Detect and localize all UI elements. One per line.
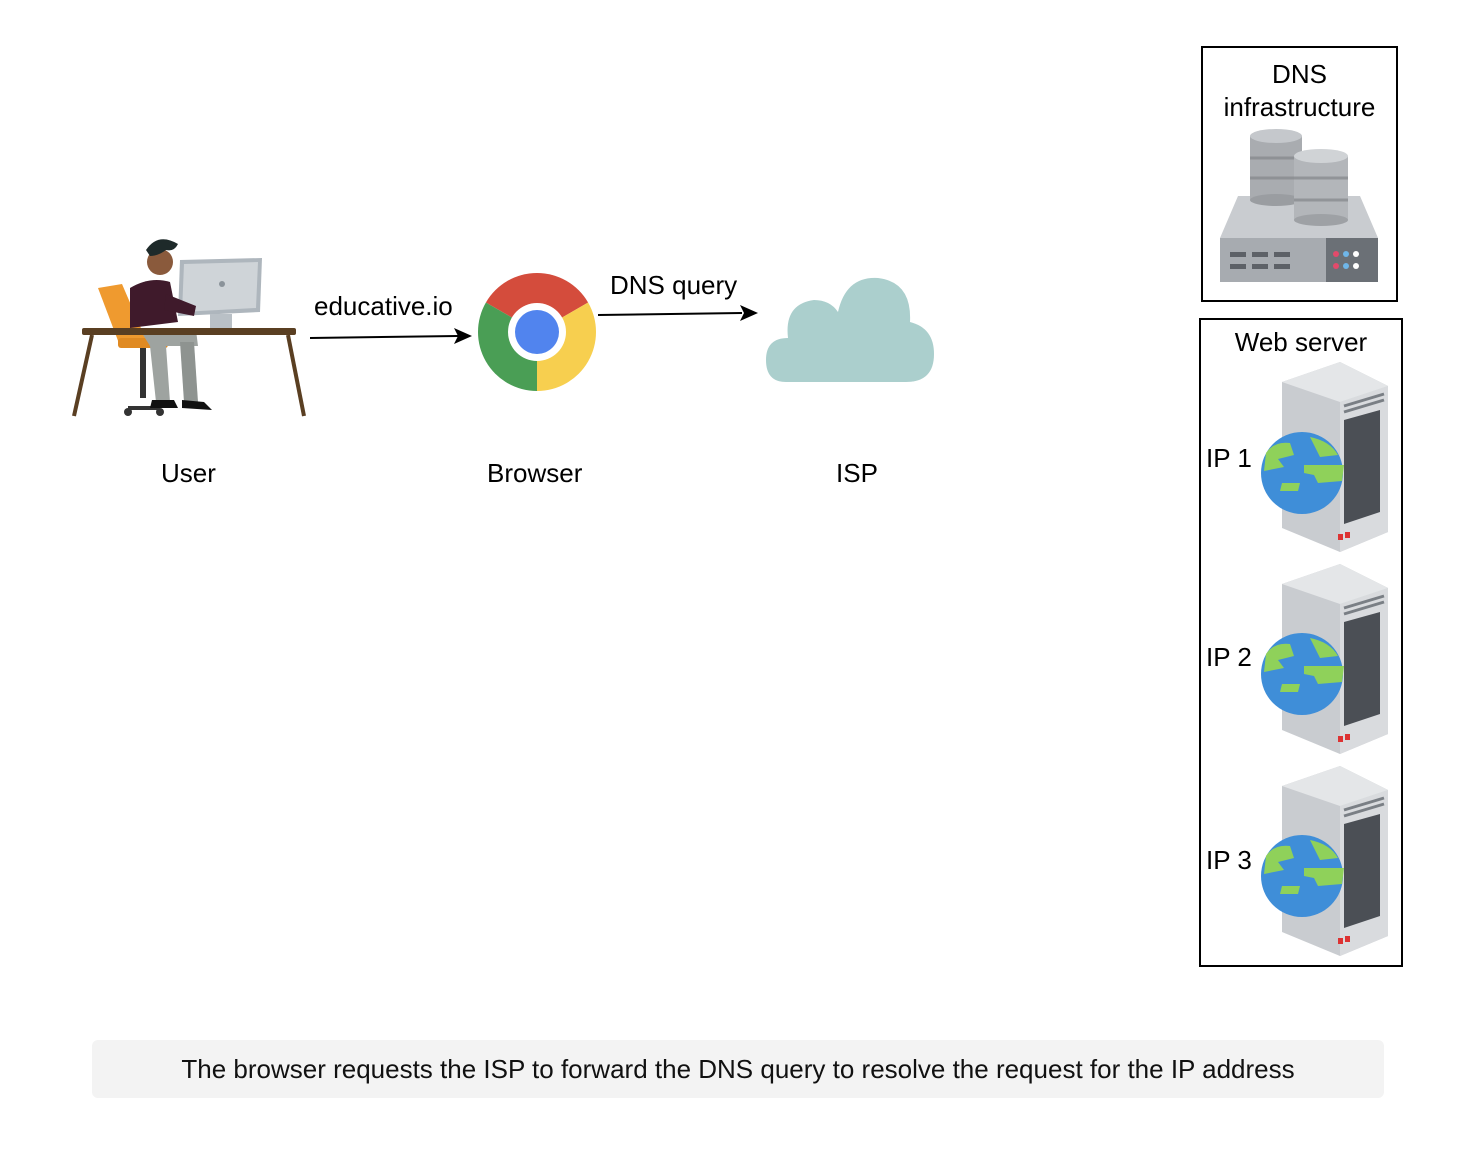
caption-text: The browser requests the ISP to forward …: [181, 1054, 1295, 1084]
edge-label-educative: educative.io: [314, 291, 453, 321]
arrow-user-to-browser: [309, 328, 472, 344]
chrome-icon: [477, 272, 597, 391]
web-server-label: Web server: [1234, 327, 1368, 357]
server-ip-label-2: IP 2: [1206, 642, 1252, 672]
dns-infrastructure-box: [1201, 46, 1398, 302]
user-at-desk-icon: [72, 239, 306, 417]
globe-icon: [1261, 835, 1344, 917]
globe-icon: [1261, 633, 1344, 715]
node-label-isp: ISP: [836, 458, 878, 488]
caption-bar: [92, 1040, 1384, 1098]
node-label-browser: Browser: [487, 458, 583, 488]
server-ip-label-1: IP 1: [1206, 443, 1252, 473]
arrow-browser-to-isp: [597, 305, 758, 321]
cloud-icon: [766, 277, 934, 382]
server-ip-label-3: IP 3: [1206, 845, 1252, 875]
web-server-box: [1199, 318, 1403, 967]
globe-icon: [1261, 432, 1344, 514]
node-label-user: User: [161, 458, 216, 488]
edge-label-dns-query: DNS query: [610, 270, 738, 300]
database-server-icon: [1220, 129, 1378, 282]
dns-infrastructure-label: DNS infrastructure: [1223, 59, 1376, 122]
